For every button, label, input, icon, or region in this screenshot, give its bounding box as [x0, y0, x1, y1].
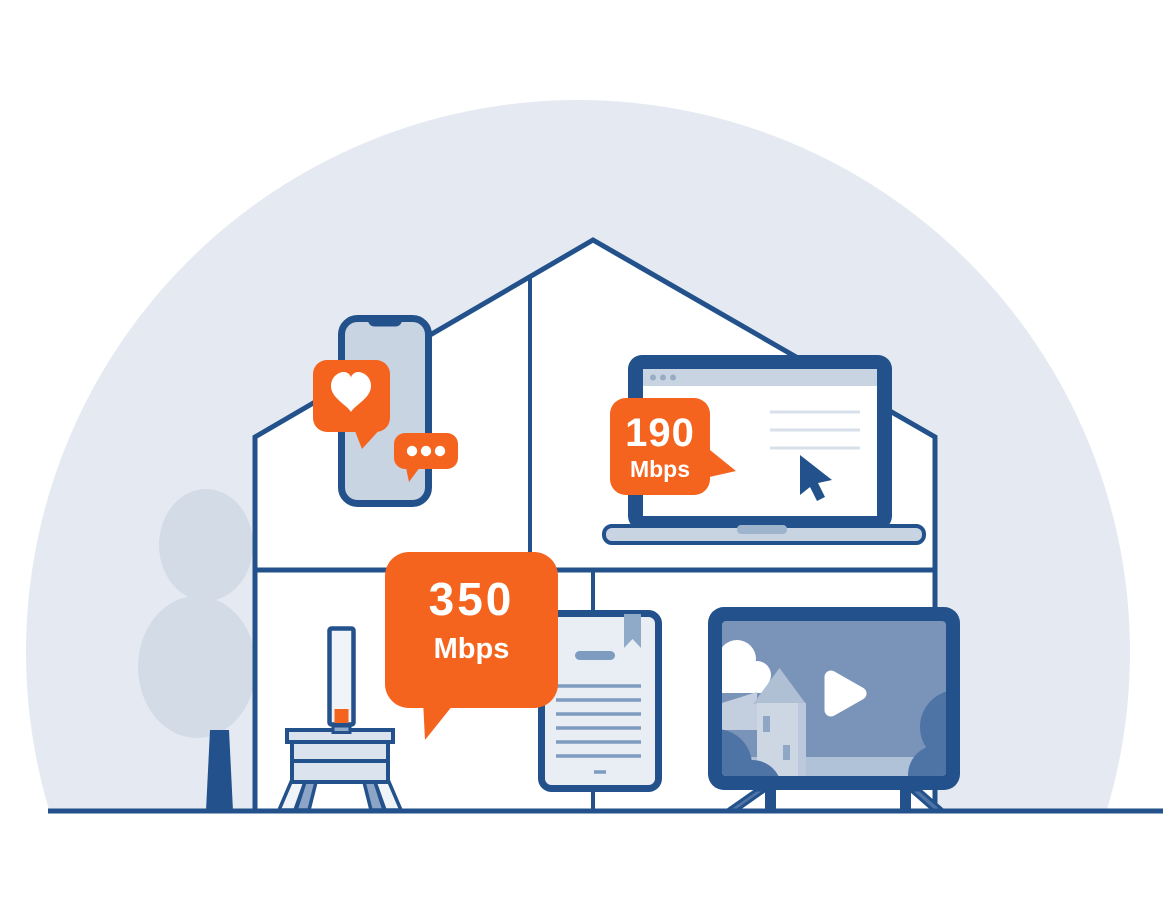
- phone-notch: [368, 315, 402, 327]
- heart-icon: [331, 372, 371, 412]
- castle-window: [763, 716, 770, 732]
- tree-foliage: [138, 596, 256, 738]
- e-reader-text-lines: [556, 684, 641, 774]
- cursor-icon: [800, 455, 832, 501]
- chat-notification-bubble: [394, 433, 458, 482]
- laptop-speed-bubble: [610, 398, 736, 495]
- tree-foliage: [159, 489, 253, 601]
- router-speed-bubble: [385, 552, 558, 740]
- heart-notification-bubble: [313, 360, 390, 449]
- castle-tower-side: [798, 703, 806, 776]
- router-speed-bubble-body: [385, 552, 558, 708]
- chat-dots-icon: [406, 445, 446, 457]
- hill-band: [722, 692, 757, 730]
- bush-right: [908, 690, 946, 776]
- castle-window: [783, 745, 790, 760]
- cloud: [722, 640, 771, 693]
- bush-left: [722, 729, 782, 776]
- router: [327, 626, 356, 734]
- tv-screen: [722, 621, 946, 776]
- tree: [138, 489, 256, 811]
- browser-toolbar: [643, 369, 877, 386]
- table-drawer-bottom: [290, 759, 390, 784]
- laptop-base-notch: [737, 525, 787, 534]
- router-body: [327, 626, 356, 727]
- browser-window-dots: [650, 374, 676, 381]
- router-led: [334, 709, 349, 723]
- laptop-speed-bubble-tail: [705, 446, 736, 478]
- play-icon: [824, 670, 867, 717]
- tv-leg-vertical-left: [765, 790, 776, 812]
- router-base: [331, 724, 352, 734]
- e-reader: [538, 610, 662, 792]
- tv: [708, 607, 960, 813]
- e-reader-title-line: [575, 651, 615, 660]
- castle-roof: [753, 668, 806, 704]
- laptop-speed-bubble-body: [610, 398, 710, 495]
- webpage-text-lines: [770, 410, 860, 450]
- tv-leg-vertical-right: [900, 790, 911, 812]
- table-drawer-top: [290, 740, 390, 763]
- router-speed-bubble-tail: [423, 700, 457, 740]
- bookmark-icon: [624, 614, 641, 648]
- tree-trunk: [206, 730, 233, 811]
